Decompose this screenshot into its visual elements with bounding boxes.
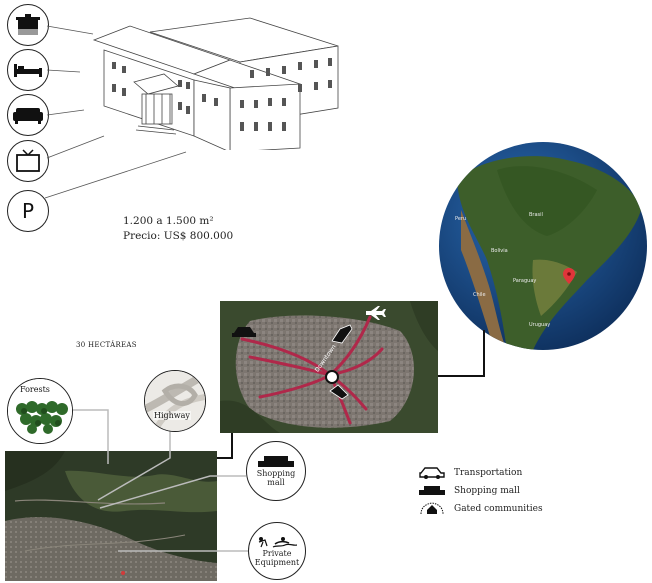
highway-feature: Highway	[144, 370, 206, 432]
car-icon	[418, 466, 446, 480]
gated-community-icon	[418, 502, 446, 516]
legend-item-shopping-mall: Shopping mall	[418, 482, 543, 500]
land-satellite-map	[5, 451, 217, 581]
legend-label-transportation: Transportation	[454, 468, 523, 478]
forests-feature: Forests	[7, 378, 73, 444]
property-price: Precio: US$ 800.000	[123, 230, 234, 242]
city-satellite-map: Downtown	[220, 301, 438, 433]
private-label-line1: Private	[262, 548, 292, 558]
globe-label-peru: Peru	[455, 216, 466, 222]
legend-label-gated-communities: Gated communities	[454, 504, 543, 514]
globe-label-chile: Chile	[473, 292, 486, 298]
globe-label-uruguay: Uruguay	[529, 322, 550, 328]
car-icon-map-2	[331, 324, 353, 344]
legend-item-gated-communities: Gated communities	[418, 500, 543, 518]
shopping-mall-feature: Shopping mall	[246, 441, 306, 501]
globe-label-paraguay: Paraguay	[513, 278, 536, 284]
airplane-icon	[366, 306, 386, 320]
shopping-mall-icon	[258, 455, 294, 467]
private-equipment-feature: Private Equipment	[248, 522, 306, 580]
private-label-line2: Equipment	[254, 557, 300, 567]
sofa-icon	[7, 94, 49, 136]
location-pin-icon	[563, 268, 575, 284]
shopping-label-line2: mall	[267, 477, 285, 487]
highway-label: Highway	[153, 411, 191, 420]
shopping-label-line1: Shopping	[256, 468, 296, 478]
legend: Transportation Shopping mall Gated commu…	[418, 464, 543, 518]
bed-icon	[7, 49, 49, 91]
legend-item-transportation: Transportation	[418, 464, 543, 482]
cooking-pot-icon	[7, 4, 49, 46]
car-icon-map-1	[232, 327, 256, 337]
sports-icon	[258, 536, 297, 548]
globe-label-brasil: Brasil	[529, 212, 543, 218]
property-details: 1.200 a 1.500 m² Precio: US$ 800.000	[123, 214, 233, 244]
shopping-mall-icon	[418, 484, 446, 498]
building-illustration	[92, 17, 339, 150]
south-america-globe: Peru Brasil Bolivia Paraguay Chile Urugu…	[439, 142, 647, 350]
land-area: 30 HECTÁREAS	[76, 341, 137, 349]
forests-label: Forests	[20, 385, 50, 394]
tv-icon	[7, 140, 49, 182]
globe-label-bolivia: Bolivia	[491, 248, 508, 254]
property-area: 1.200 a 1.500 m²	[123, 215, 214, 227]
parking-icon: P	[7, 190, 49, 232]
parking-glyph: P	[21, 199, 35, 223]
car-icon-map-3	[329, 384, 349, 400]
legend-label-shopping-mall: Shopping mall	[454, 486, 520, 496]
